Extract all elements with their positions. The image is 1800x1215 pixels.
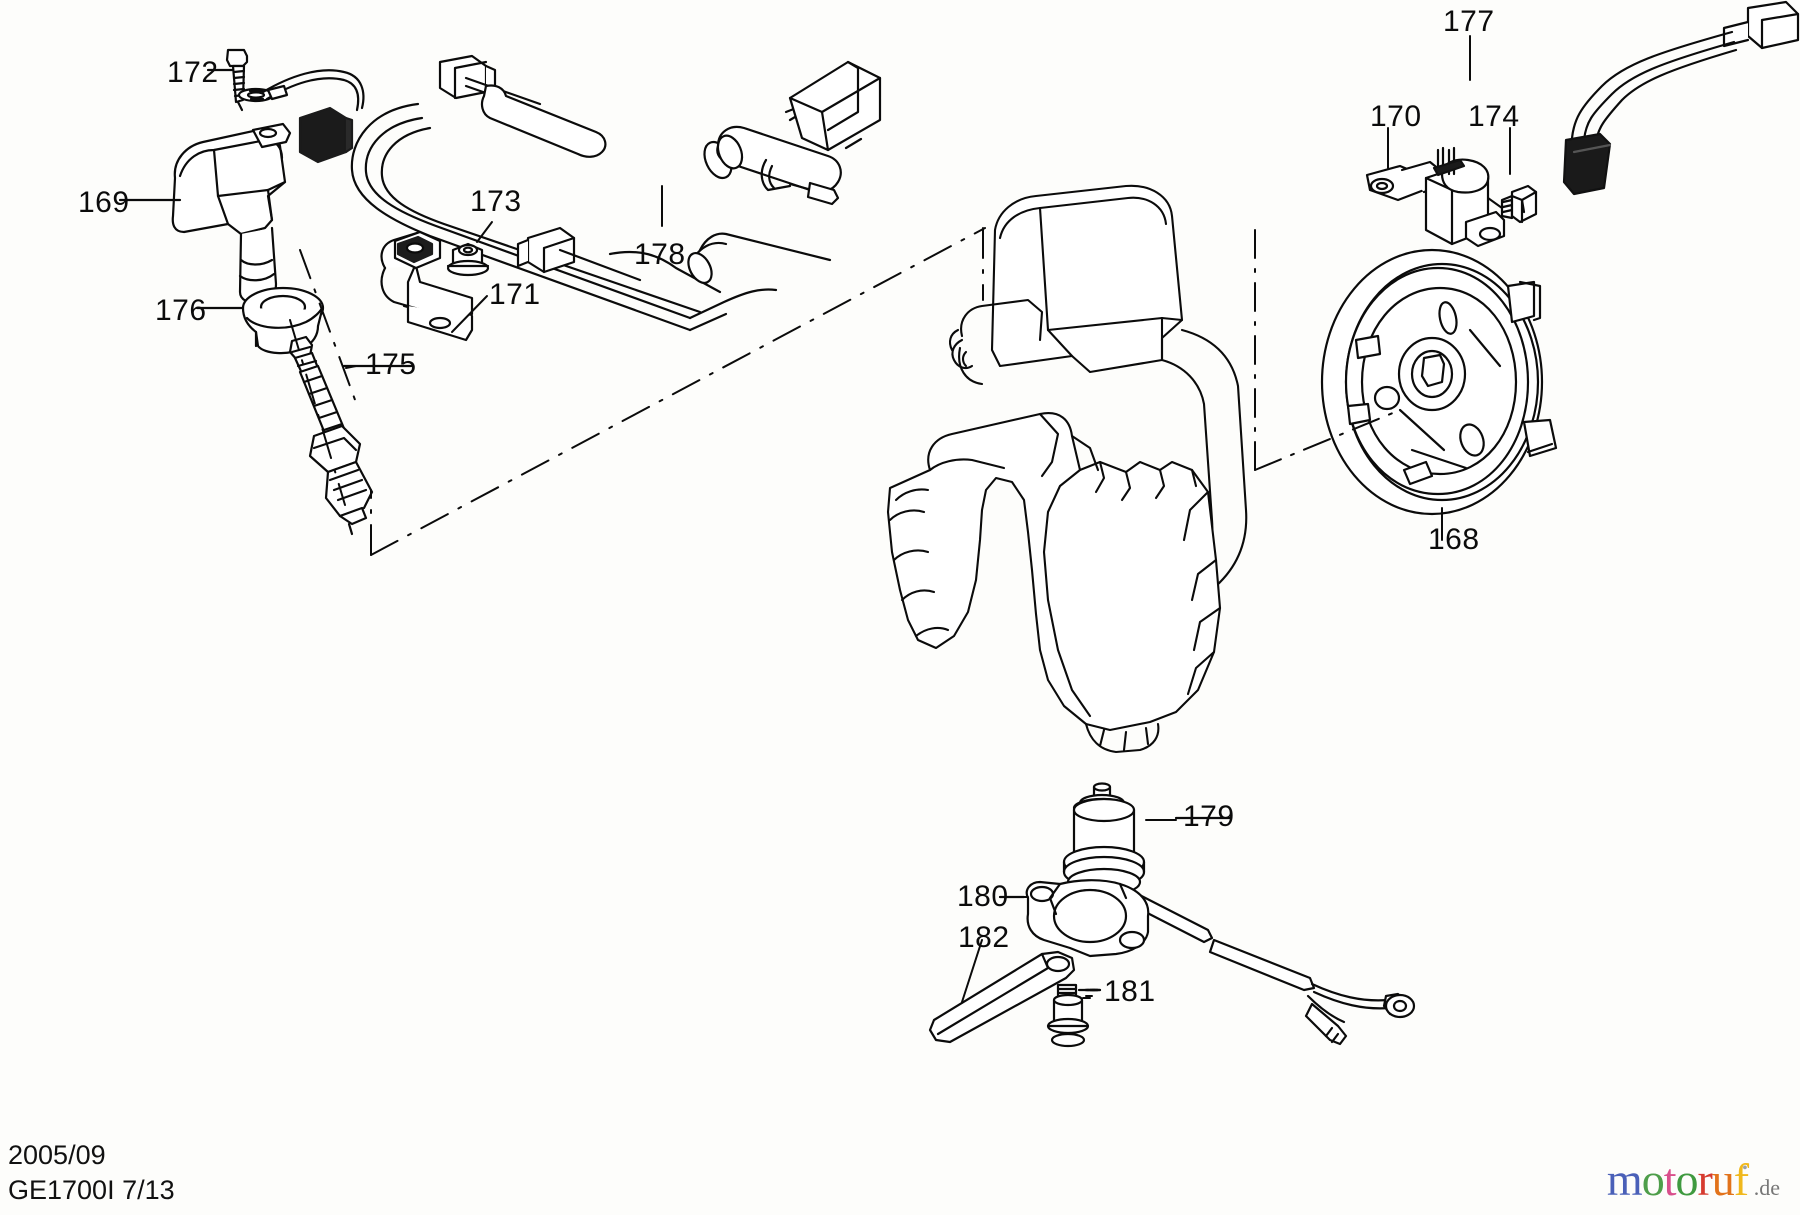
callout-177: 177: [1443, 5, 1495, 38]
callout-174: 174: [1468, 100, 1520, 133]
callout-176: 176: [155, 294, 207, 327]
logo-letter-u: u: [1711, 1154, 1735, 1205]
logo-letter-o1: o: [1641, 1154, 1665, 1205]
callout-182: 182: [958, 921, 1010, 954]
logo-letter-f: f: [1733, 1154, 1749, 1205]
logo-letter-o2: o: [1675, 1154, 1698, 1205]
part-plate-182: [928, 939, 1076, 1044]
callout-175: 175: [365, 348, 417, 381]
date-code: 2005/09: [8, 1139, 106, 1170]
callout-178: 178: [634, 238, 686, 271]
model-page-code: GE1700I 7/13: [8, 1175, 175, 1206]
logo-suffix-de: .de: [1753, 1175, 1780, 1200]
callout-173: 173: [470, 185, 522, 218]
part-gasket-180: [999, 879, 1150, 958]
callout-169: 169: [78, 186, 130, 219]
callout-168: 168: [1428, 523, 1480, 556]
callout-179: 179: [1183, 800, 1235, 833]
sensor-lead-wire: [1116, 884, 1416, 1046]
footer-metadata: 2005/09 GE1700I 7/13: [8, 1138, 175, 1209]
callout-180: 180: [957, 880, 1009, 913]
callout-181: 181: [1104, 975, 1156, 1008]
part-ignition-coil-169: [171, 122, 292, 304]
part-coil-bracket-171: [380, 230, 488, 342]
coil-primary-lead: [261, 69, 365, 164]
part-spark-plug-175: [288, 335, 374, 536]
part-flywheel-168: [1320, 248, 1558, 541]
part-bolt-172: [225, 48, 275, 112]
callout-170: 170: [1370, 100, 1422, 133]
part-multipin-connector: [716, 60, 882, 206]
logo-letter-t: t: [1663, 1154, 1677, 1205]
part-flange-nut-173: [446, 221, 493, 277]
logo-letter-m: m: [1606, 1154, 1643, 1205]
logo-accent-dot: •: [1742, 1160, 1748, 1177]
motoruf-logo[interactable]: motoruf• .de: [1607, 1157, 1780, 1203]
callout-172: 172: [167, 56, 219, 89]
part-screw-174: [1487, 127, 1538, 224]
logo-letter-r: r: [1697, 1154, 1712, 1205]
part-lead-wire-177: [1469, 0, 1800, 196]
part-sensor-switch-170: [1365, 127, 1506, 248]
engine-block-outline: [886, 184, 1248, 754]
callout-171: 171: [489, 278, 541, 311]
part-bolt-181: [1046, 983, 1093, 1048]
